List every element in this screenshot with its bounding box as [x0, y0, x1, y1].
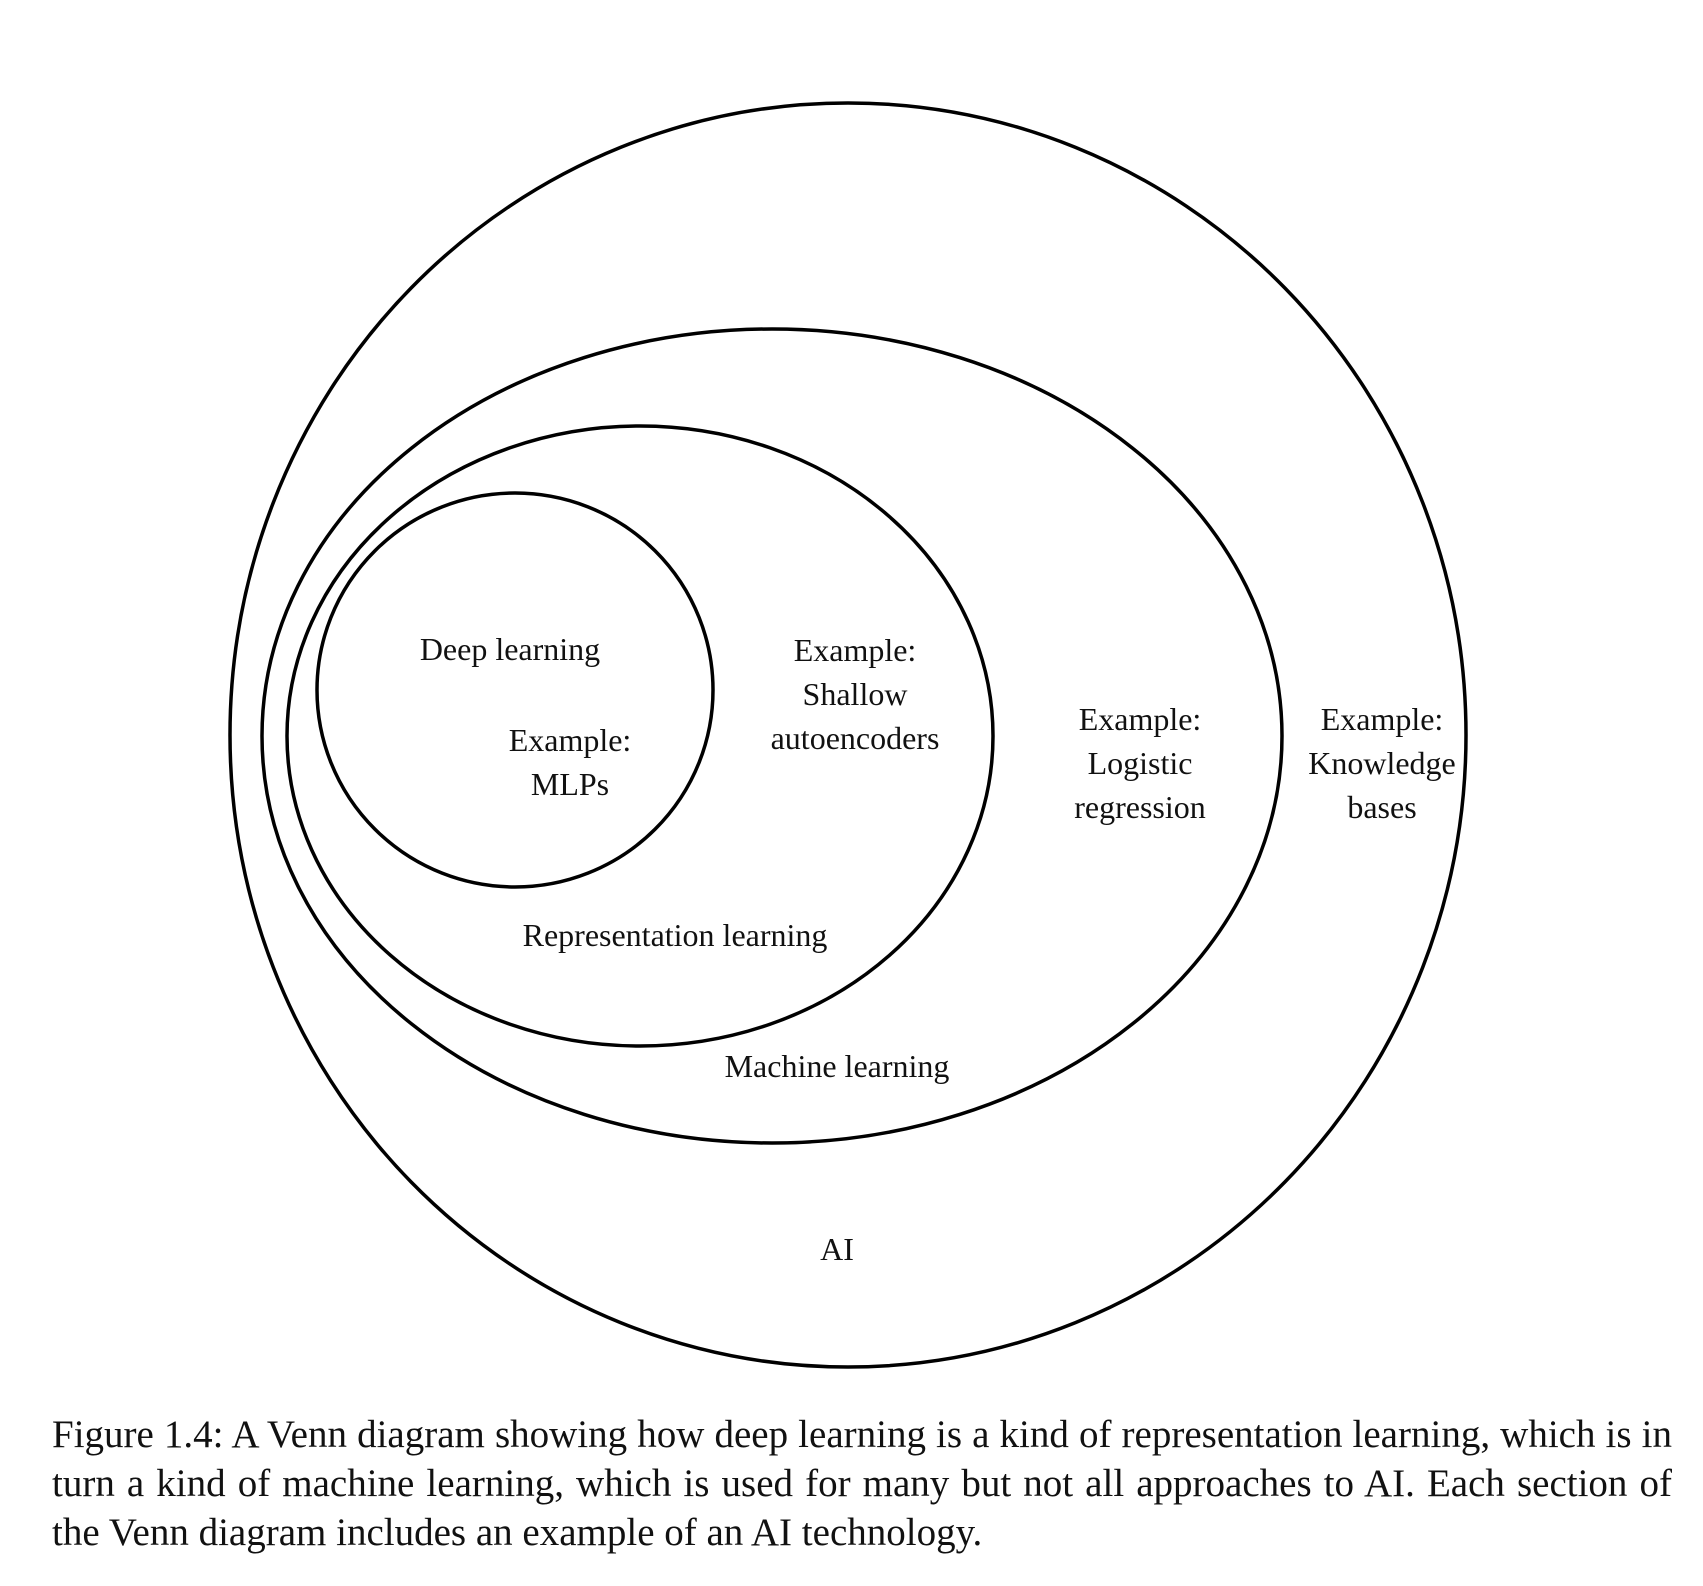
representation-learning-example: Example: Shallow autoencoders	[730, 628, 980, 760]
machine-learning-set-ellipse	[260, 327, 1284, 1145]
representation-learning-label: Representation learning	[522, 917, 828, 953]
ai-example-line-3: bases	[1347, 789, 1417, 825]
machine-learning-label: Machine learning	[724, 1048, 950, 1084]
deep-learning-label: Deep learning	[419, 631, 601, 667]
representation-learning-example-line-3: autoencoders	[770, 720, 940, 756]
representation-learning-example-line-1: Example:	[793, 632, 917, 668]
deep-learning-set-circle	[315, 491, 715, 889]
ai-label: AI	[820, 1231, 854, 1267]
ai-example: Example: Knowledge bases	[1282, 697, 1482, 829]
machine-learning-example-line-2: Logistic	[1087, 745, 1193, 781]
machine-learning-example-line-1: Example:	[1078, 701, 1202, 737]
deep-learning-example-line-1: Example:	[508, 722, 632, 758]
machine-learning-example-line-3: regression	[1074, 789, 1206, 825]
deep-learning-example-line-2: MLPs	[530, 766, 610, 802]
machine-learning-example: Example: Logistic regression	[1030, 697, 1250, 829]
representation-learning-example-line-2: Shallow	[802, 676, 908, 712]
figure-caption: Figure 1.4: A Venn diagram showing how d…	[52, 1413, 1672, 1554]
ai-example-line-2: Knowledge	[1308, 745, 1456, 781]
ai-set-circle	[228, 101, 1468, 1369]
deep-learning-example: Example: MLPs	[470, 718, 670, 806]
representation-learning-set-ellipse	[285, 424, 995, 1048]
ai-example-line-1: Example:	[1320, 701, 1444, 737]
